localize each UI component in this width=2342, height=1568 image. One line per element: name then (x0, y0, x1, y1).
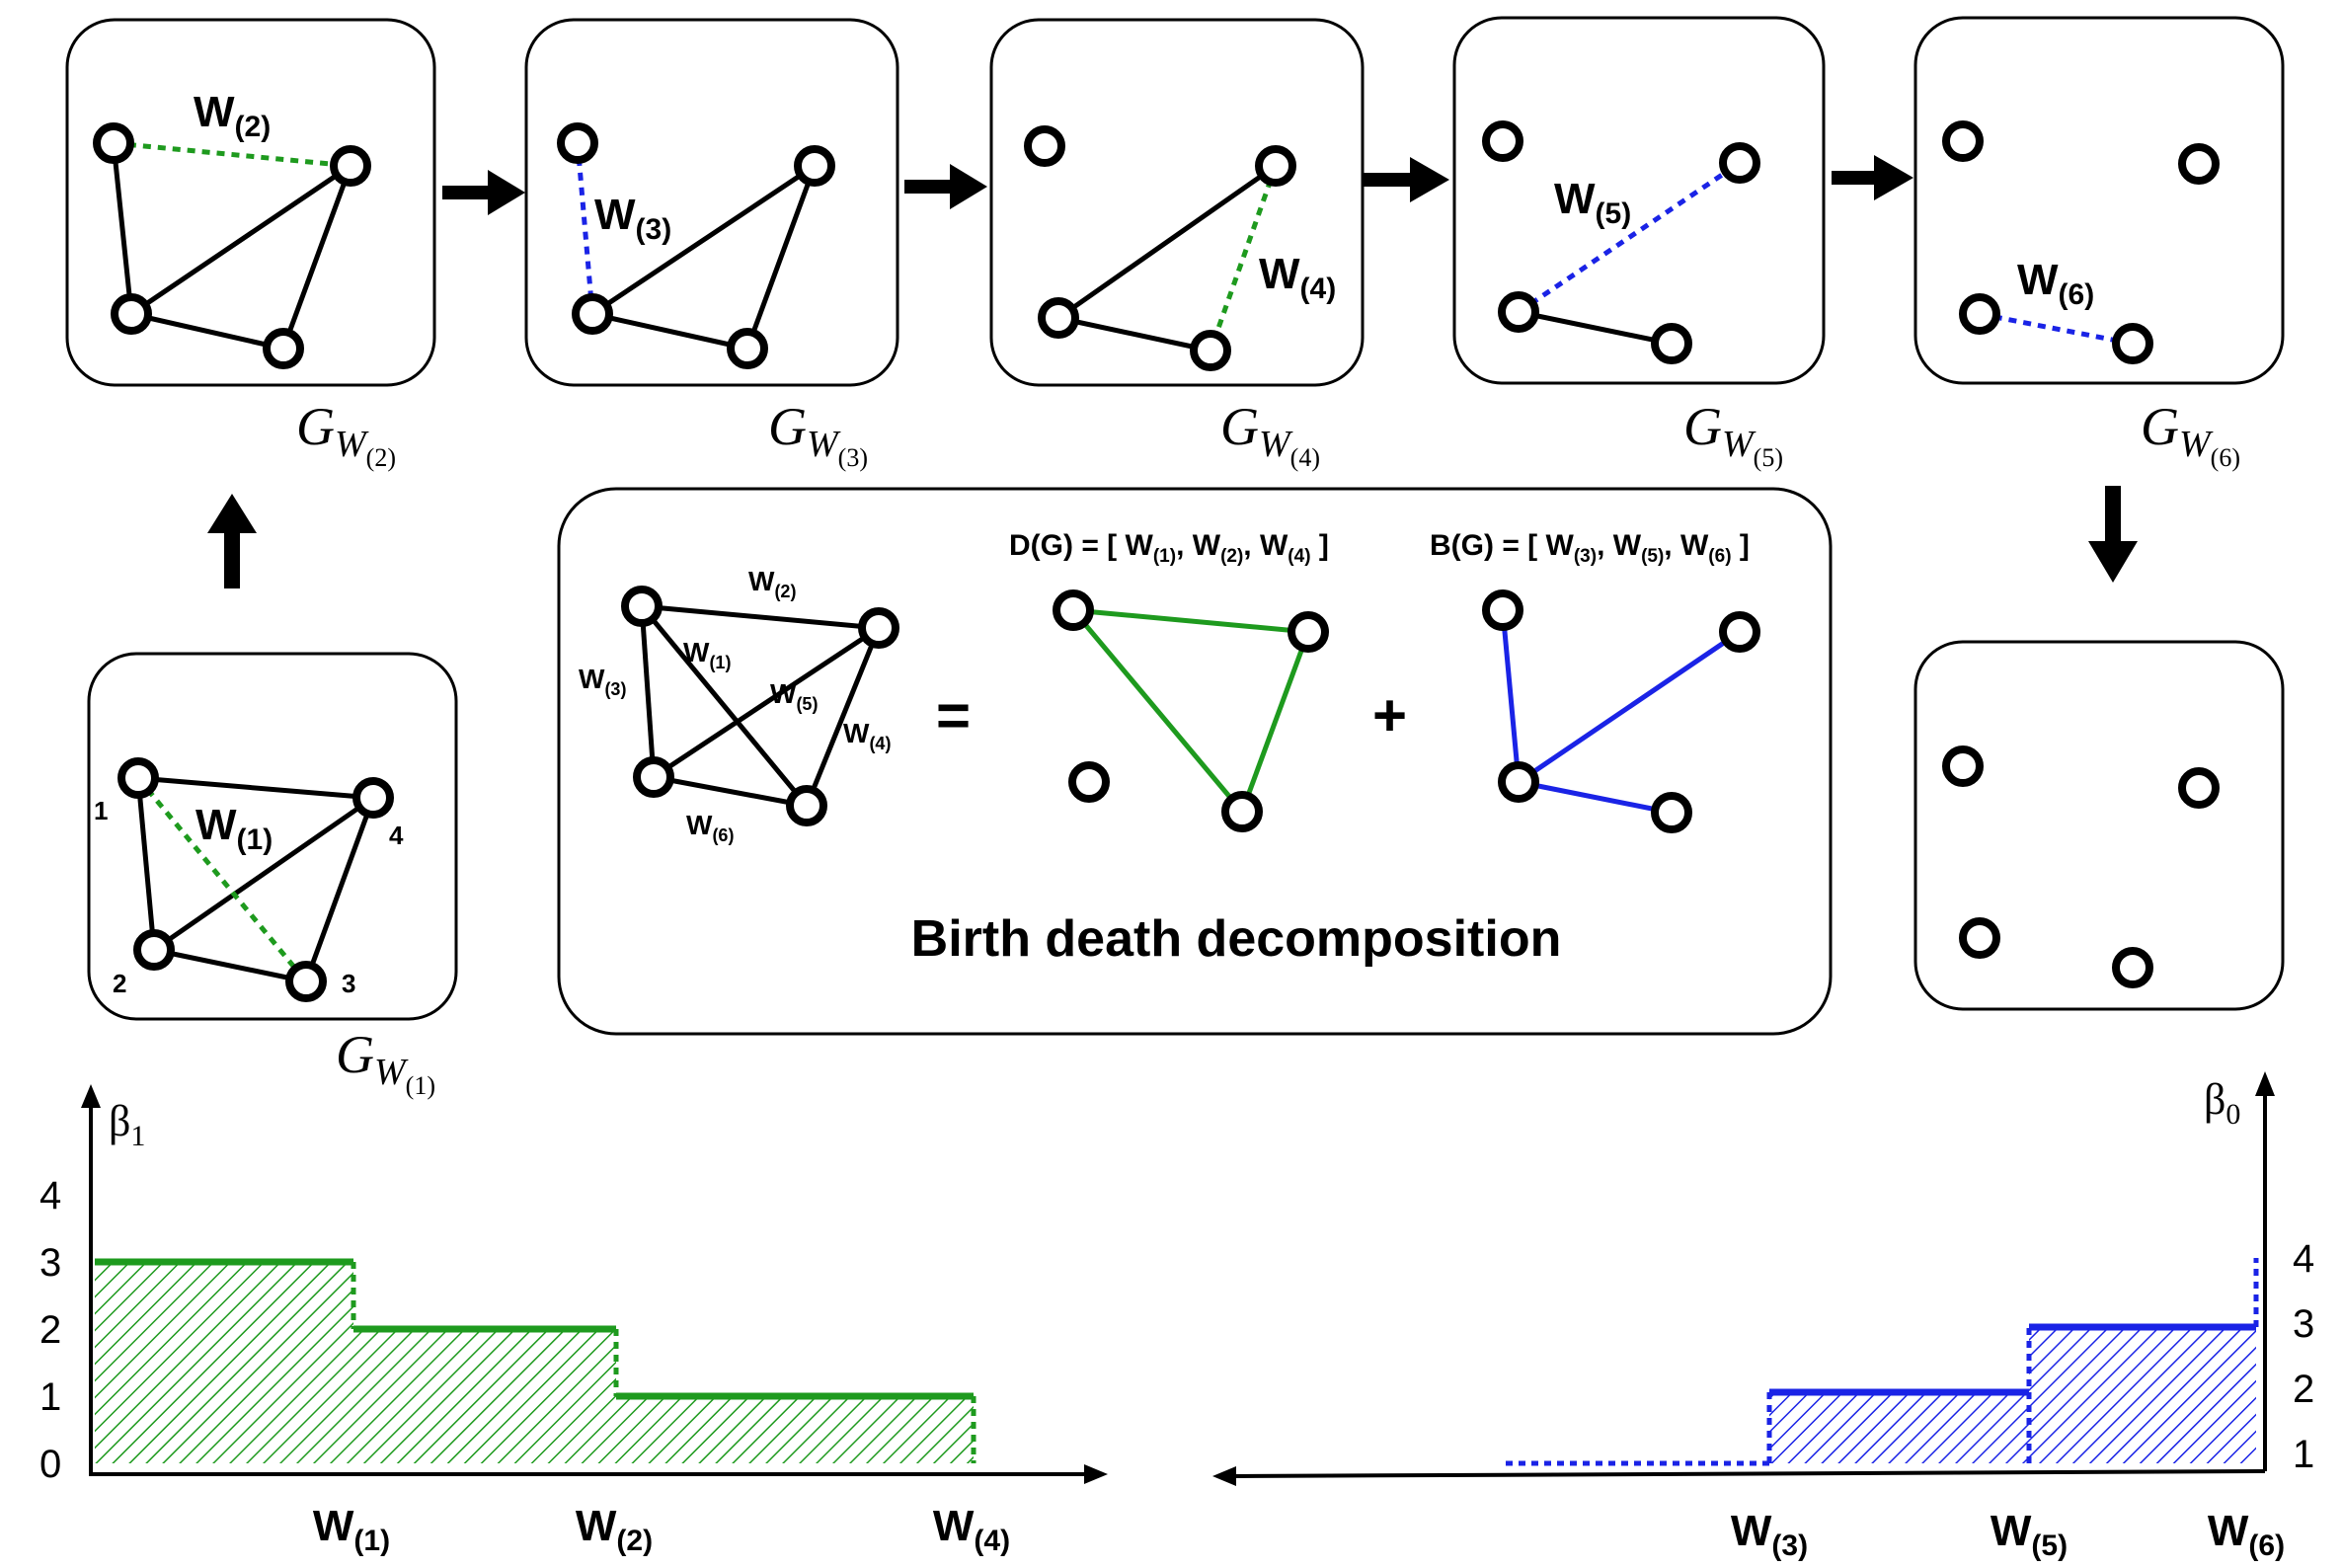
y-tick-label: 2 (2293, 1368, 2314, 1411)
y-tick-label: 0 (39, 1443, 61, 1486)
y-tick-label: 1 (39, 1375, 61, 1419)
death-formula: D(G) = [ W(1), W(2), W(4) ] (1009, 529, 1329, 567)
step-area (1769, 1392, 2029, 1463)
edge-weight-label: W(2) (194, 88, 271, 143)
y-axis-arrowhead (81, 1084, 101, 1108)
edge-weight-label: W(3) (579, 664, 626, 699)
y-axis-label: β0 (2204, 1075, 2240, 1131)
y-tick-label: 3 (39, 1241, 61, 1285)
graph-box-gw3: W(3) (524, 18, 899, 387)
arrow-right-icon (1832, 155, 1913, 200)
step-area (353, 1329, 616, 1463)
graph-box-gw1: 1 2 3 4 W(1) (87, 652, 458, 1021)
arrow-up-icon (207, 494, 257, 588)
x-tick-label: W(2) (576, 1502, 653, 1557)
edge-weight-label: W(1) (195, 801, 273, 856)
y-tick-label: 3 (2293, 1302, 2314, 1346)
x-tick-label: W(5) (1991, 1507, 2068, 1562)
graph-box-gw6: W(6) (1913, 16, 2285, 385)
equals-sign: = (936, 682, 971, 748)
x-axis-arrowhead (1084, 1464, 1108, 1484)
edge-weight-label: W(6) (686, 810, 734, 845)
x-tick-label: W(1) (313, 1502, 390, 1557)
step-area (616, 1396, 974, 1463)
decomposition-panel: W(2) W(1) W(3) W(5) W(4) W(6) = + D(G) =… (557, 487, 1833, 1036)
graph-box-gw5: W(5) (1452, 16, 1826, 385)
arrow-right-icon (1363, 157, 1449, 202)
step-area (95, 1262, 353, 1463)
step-area (2029, 1327, 2256, 1463)
edge-weight-label: W(4) (1259, 250, 1336, 305)
graph-caption-gw2: GW(2) (296, 397, 396, 472)
full-graph: W(2) W(1) W(3) W(5) W(4) W(6) (579, 566, 899, 845)
node-label: 3 (342, 969, 355, 998)
y-tick-label: 4 (39, 1174, 61, 1217)
x-tick-label: W(3) (1731, 1507, 1808, 1562)
arrow-right-icon (904, 164, 987, 209)
node-label: 4 (389, 821, 404, 850)
graph-caption-gw3: GW(3) (768, 397, 868, 472)
y-tick-label: 4 (2293, 1237, 2314, 1281)
plus-sign: + (1372, 682, 1407, 748)
arrow-right-icon (442, 170, 525, 215)
x-axis (1235, 1469, 2266, 1478)
beta1-chart: β1 0 1 2 3 4 W(1) W(2) W(4) (39, 1084, 1108, 1557)
beta0-chart: β0 1 2 3 4 W(3) W(5) W(6) (1212, 1071, 2314, 1562)
y-axis-arrowhead (2255, 1071, 2275, 1096)
x-tick-label: W(4) (933, 1502, 1010, 1557)
edge-weight-label: W(4) (843, 718, 891, 753)
edge-weight-label: W(5) (770, 678, 818, 714)
edge-weight-label: W(1) (683, 637, 731, 672)
graph-caption-gw4: GW(4) (1220, 397, 1320, 472)
death-graph (1053, 589, 1329, 832)
graph-caption-gw6: GW(6) (2141, 397, 2240, 472)
node-label: 1 (94, 796, 108, 825)
graph-caption-gw5: GW(5) (1683, 397, 1783, 472)
graph-box-gw2: W(2) (65, 18, 436, 387)
x-axis-arrowhead (1212, 1466, 1236, 1486)
panel-title: Birth death decomposition (911, 910, 1562, 968)
birth-graph (1482, 589, 1760, 833)
y-tick-label: 2 (39, 1308, 61, 1352)
graph-caption-gw1: GW(1) (336, 1025, 435, 1100)
birth-formula: B(G) = [ W(3), W(5), W(6) ] (1430, 529, 1750, 567)
graph-box-final (1913, 640, 2285, 1011)
node-label: 2 (113, 969, 126, 998)
graph-box-gw4: W(4) (989, 18, 1365, 387)
edge-weight-label: W(6) (2017, 256, 2094, 311)
edge-weight-label: W(2) (748, 566, 796, 601)
arrow-down-icon (2088, 486, 2138, 583)
edge-weight-label: W(5) (1554, 175, 1631, 230)
y-tick-label: 1 (2293, 1433, 2314, 1476)
y-axis-label: β1 (109, 1097, 145, 1152)
x-tick-label: W(6) (2208, 1507, 2285, 1562)
edge-weight-label: W(3) (594, 191, 671, 246)
